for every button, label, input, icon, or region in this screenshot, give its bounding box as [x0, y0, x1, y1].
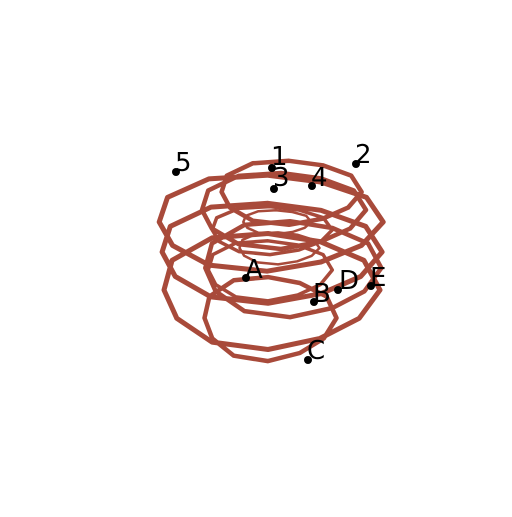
marker-D — [334, 286, 342, 294]
point-label-1: 1 — [271, 142, 288, 172]
coil-loop — [210, 204, 334, 257]
point-markers — [172, 160, 375, 364]
marker-4 — [308, 182, 316, 190]
marker-5 — [172, 168, 180, 176]
marker-1 — [268, 164, 276, 172]
point-label-E: E — [370, 263, 386, 293]
point-labels: 1 2 3 4 5 A B C D E — [175, 140, 386, 366]
marker-3 — [270, 185, 278, 193]
point-label-3: 3 — [273, 163, 290, 193]
point-label-2: 2 — [355, 140, 372, 170]
marker-C — [304, 356, 312, 364]
marker-E — [367, 282, 375, 290]
marker-B — [310, 298, 318, 306]
coil-loop — [238, 231, 321, 266]
coil-strokes — [156, 158, 386, 364]
point-label-A: A — [245, 255, 263, 285]
point-label-C: C — [307, 336, 325, 366]
coil-loop — [242, 209, 313, 236]
coil-loop — [156, 172, 386, 274]
marker-2 — [352, 160, 360, 168]
coil-loop — [206, 239, 335, 303]
point-label-5: 5 — [175, 148, 192, 178]
marker-A — [242, 274, 250, 282]
coil-loop — [202, 274, 339, 364]
point-label-B: B — [313, 279, 331, 309]
point-label-4: 4 — [311, 163, 328, 193]
point-label-D: D — [339, 266, 359, 296]
